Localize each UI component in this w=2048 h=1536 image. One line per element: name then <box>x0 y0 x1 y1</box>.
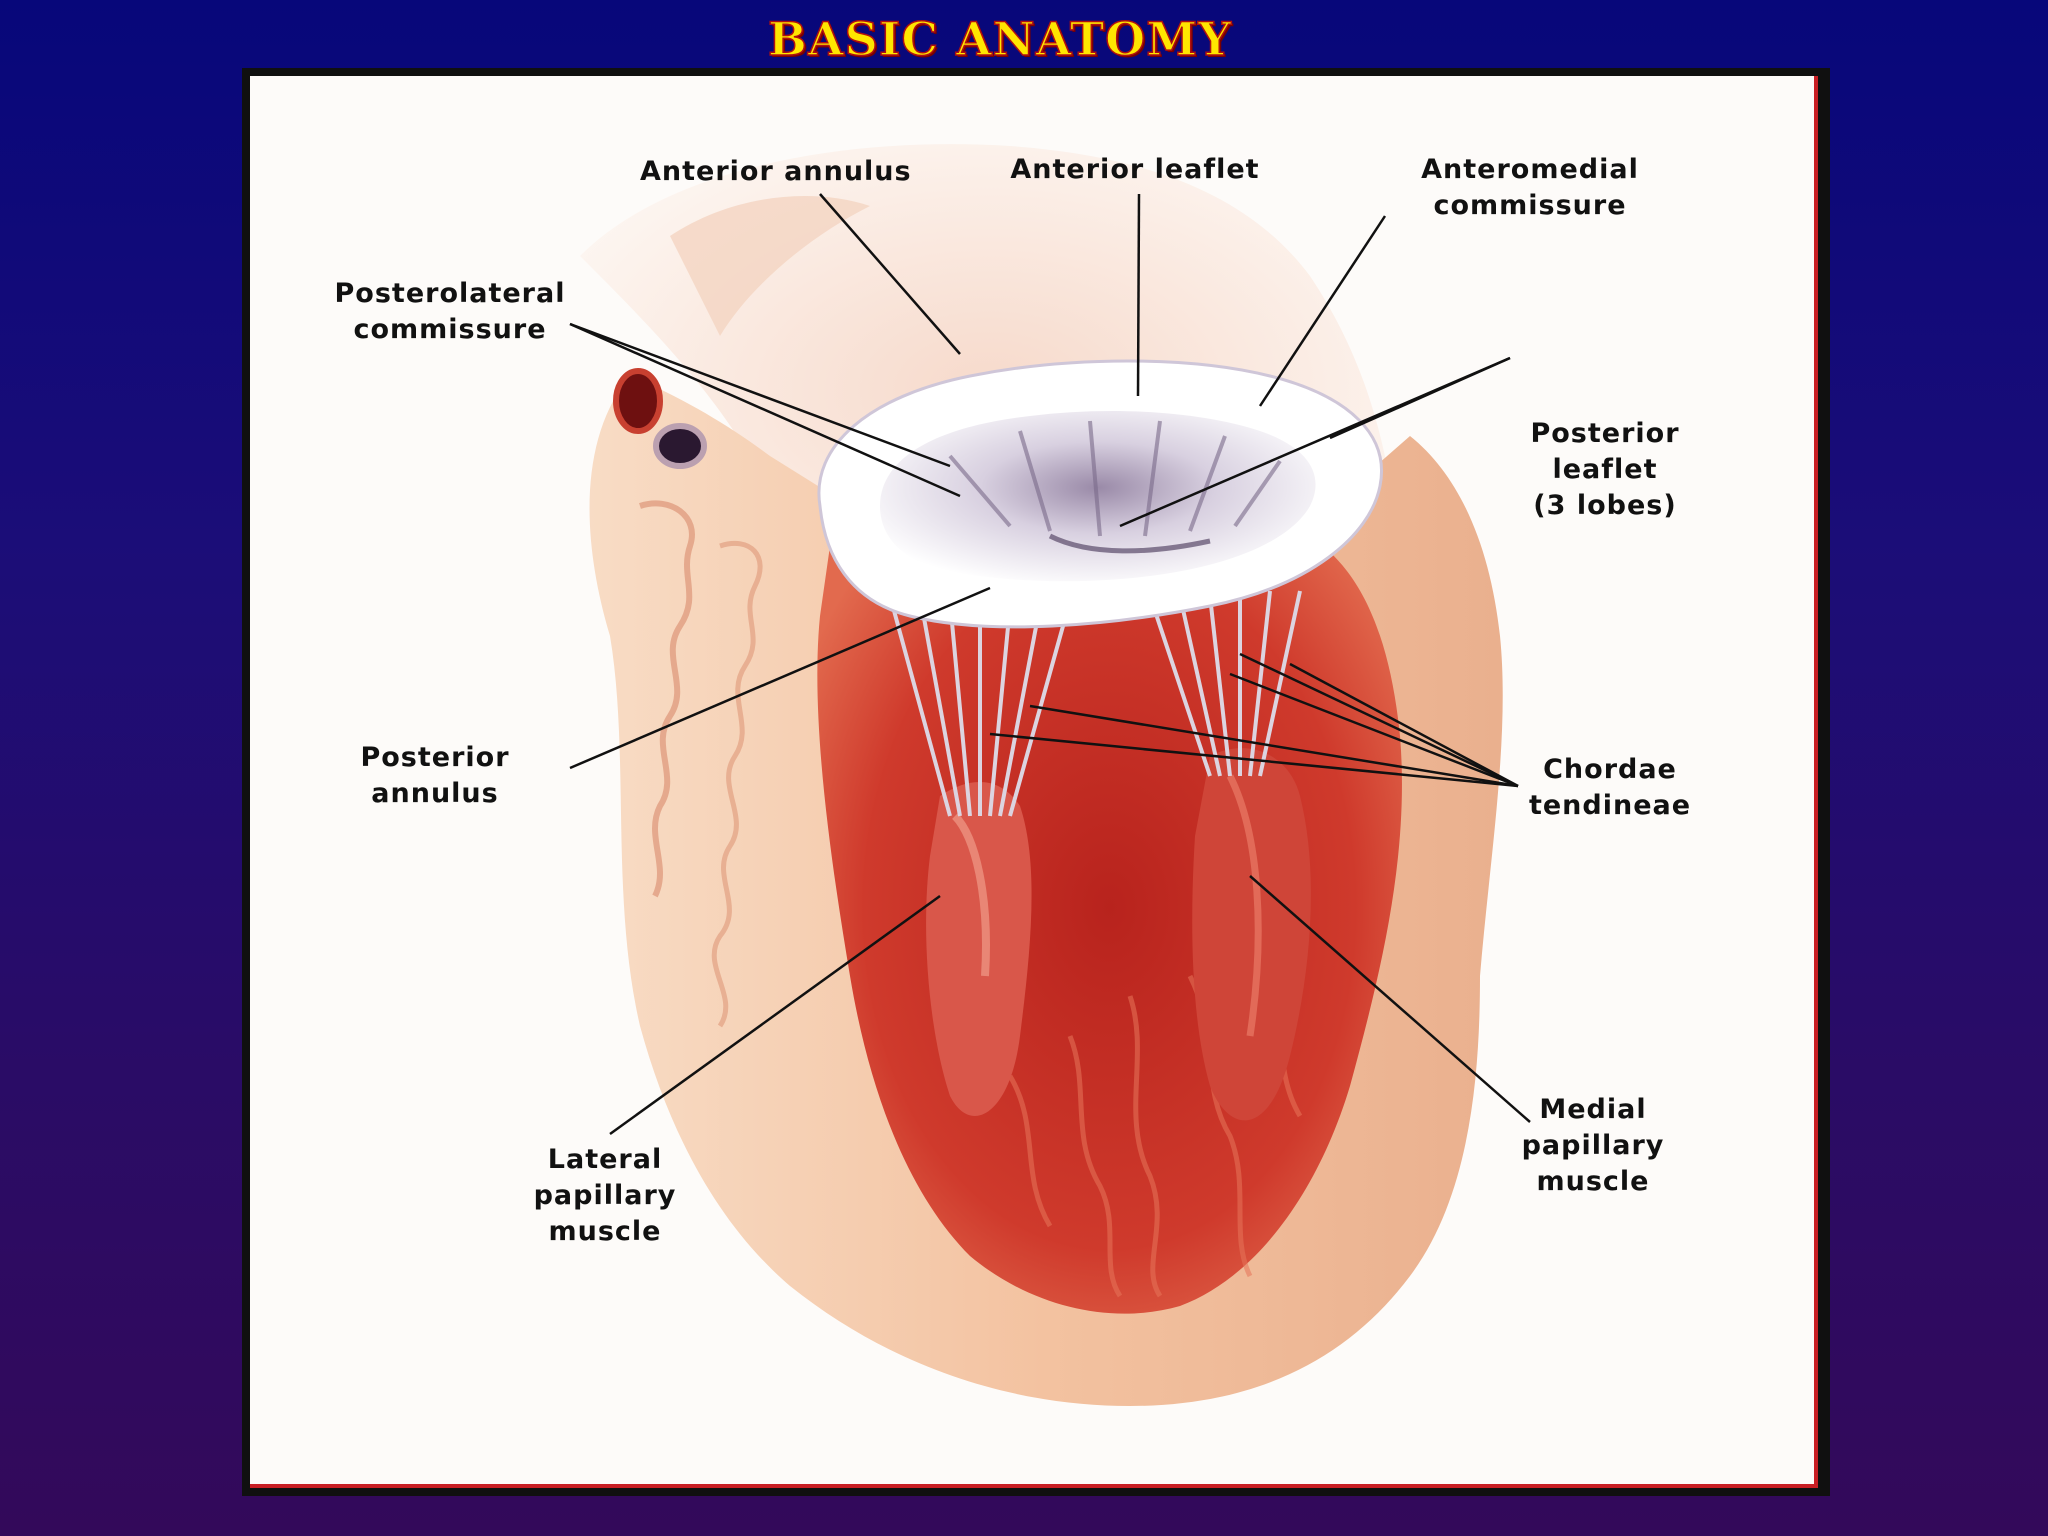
leader-lines <box>569 193 1531 1136</box>
lateral-papillary-muscle-shape <box>926 782 1032 1116</box>
label-lateral-papillary-muscle: Lateral papillary muscle <box>533 1144 677 1247</box>
label-medial-papillary-muscle: Medial papillary muscle <box>1521 1094 1665 1197</box>
coronary-vessel-dark <box>653 423 707 469</box>
label-posterior-leaflet: Posterior leaflet (3 lobes) <box>1530 418 1680 521</box>
slide-title: BASIC ANATOMY <box>767 11 1232 67</box>
label-anterior-leaflet: Anterior leaflet <box>1010 154 1260 185</box>
heart-illustration <box>569 144 1531 1406</box>
chordae-strands <box>888 590 1302 817</box>
label-chordae-tendineae: Chordae tendineae <box>1528 754 1692 821</box>
mitral-valve <box>817 359 1383 629</box>
label-anteromedial-commissure: Anteromedial commissure <box>1421 154 1639 221</box>
label-posterolateral-commissure: Posterolateral commissure <box>334 278 566 345</box>
medial-papillary-muscle-shape <box>1192 748 1311 1121</box>
anatomy-illustration-panel: Anterior annulus Anterior leaflet Antero… <box>250 76 1818 1488</box>
label-anterior-annulus: Anterior annulus <box>640 156 912 187</box>
label-posterior-annulus: Posterior annulus <box>360 742 510 809</box>
coronary-vessel-red <box>613 368 663 434</box>
